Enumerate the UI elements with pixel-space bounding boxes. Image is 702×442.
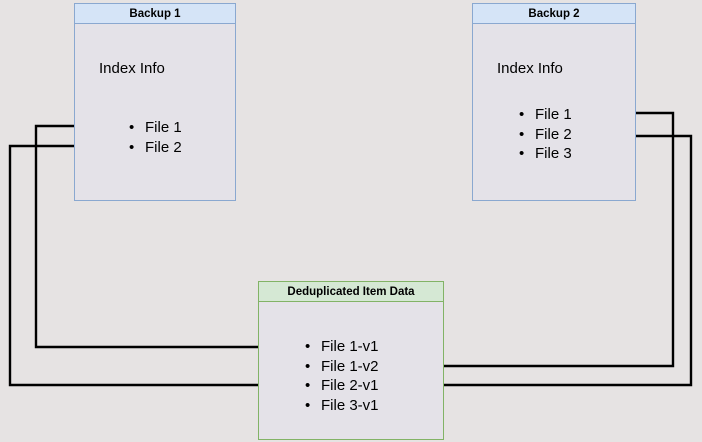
list-item[interactable]: File 1 — [519, 105, 572, 125]
node-deduplicated-item-data[interactable]: Deduplicated Item Data File 1-v1 File 1-… — [258, 281, 444, 440]
node-backup-1-title: Backup 1 — [75, 4, 235, 24]
list-item[interactable]: File 3 — [519, 144, 572, 164]
list-item[interactable]: File 2 — [519, 125, 572, 145]
node-deduplicated-item-data-title: Deduplicated Item Data — [259, 282, 443, 302]
node-deduplicated-item-data-body: File 1-v1 File 1-v2 File 2-v1 File 3-v1 — [259, 302, 443, 438]
node-backup-2-section-label: Index Info — [497, 60, 563, 77]
list-item[interactable]: File 2-v1 — [305, 376, 379, 396]
node-backup-1-body: Index Info File 1 File 2 — [75, 24, 235, 199]
node-backup-2-title: Backup 2 — [473, 4, 635, 24]
node-backup-2-body: Index Info File 1 File 2 File 3 — [473, 24, 635, 199]
node-backup-1-section-label: Index Info — [99, 60, 165, 77]
node-backup-2[interactable]: Backup 2 Index Info File 1 File 2 File 3 — [472, 3, 636, 201]
node-backup-2-file-list: File 1 File 2 File 3 — [519, 105, 572, 164]
list-item[interactable]: File 1-v1 — [305, 337, 379, 357]
list-item[interactable]: File 2 — [129, 138, 182, 158]
node-backup-1-file-list: File 1 File 2 — [129, 118, 182, 157]
list-item[interactable]: File 3-v1 — [305, 396, 379, 416]
list-item[interactable]: File 1 — [129, 118, 182, 138]
node-deduplicated-item-data-list: File 1-v1 File 1-v2 File 2-v1 File 3-v1 — [305, 337, 379, 415]
node-backup-1[interactable]: Backup 1 Index Info File 1 File 2 — [74, 3, 236, 201]
list-item[interactable]: File 1-v2 — [305, 357, 379, 377]
